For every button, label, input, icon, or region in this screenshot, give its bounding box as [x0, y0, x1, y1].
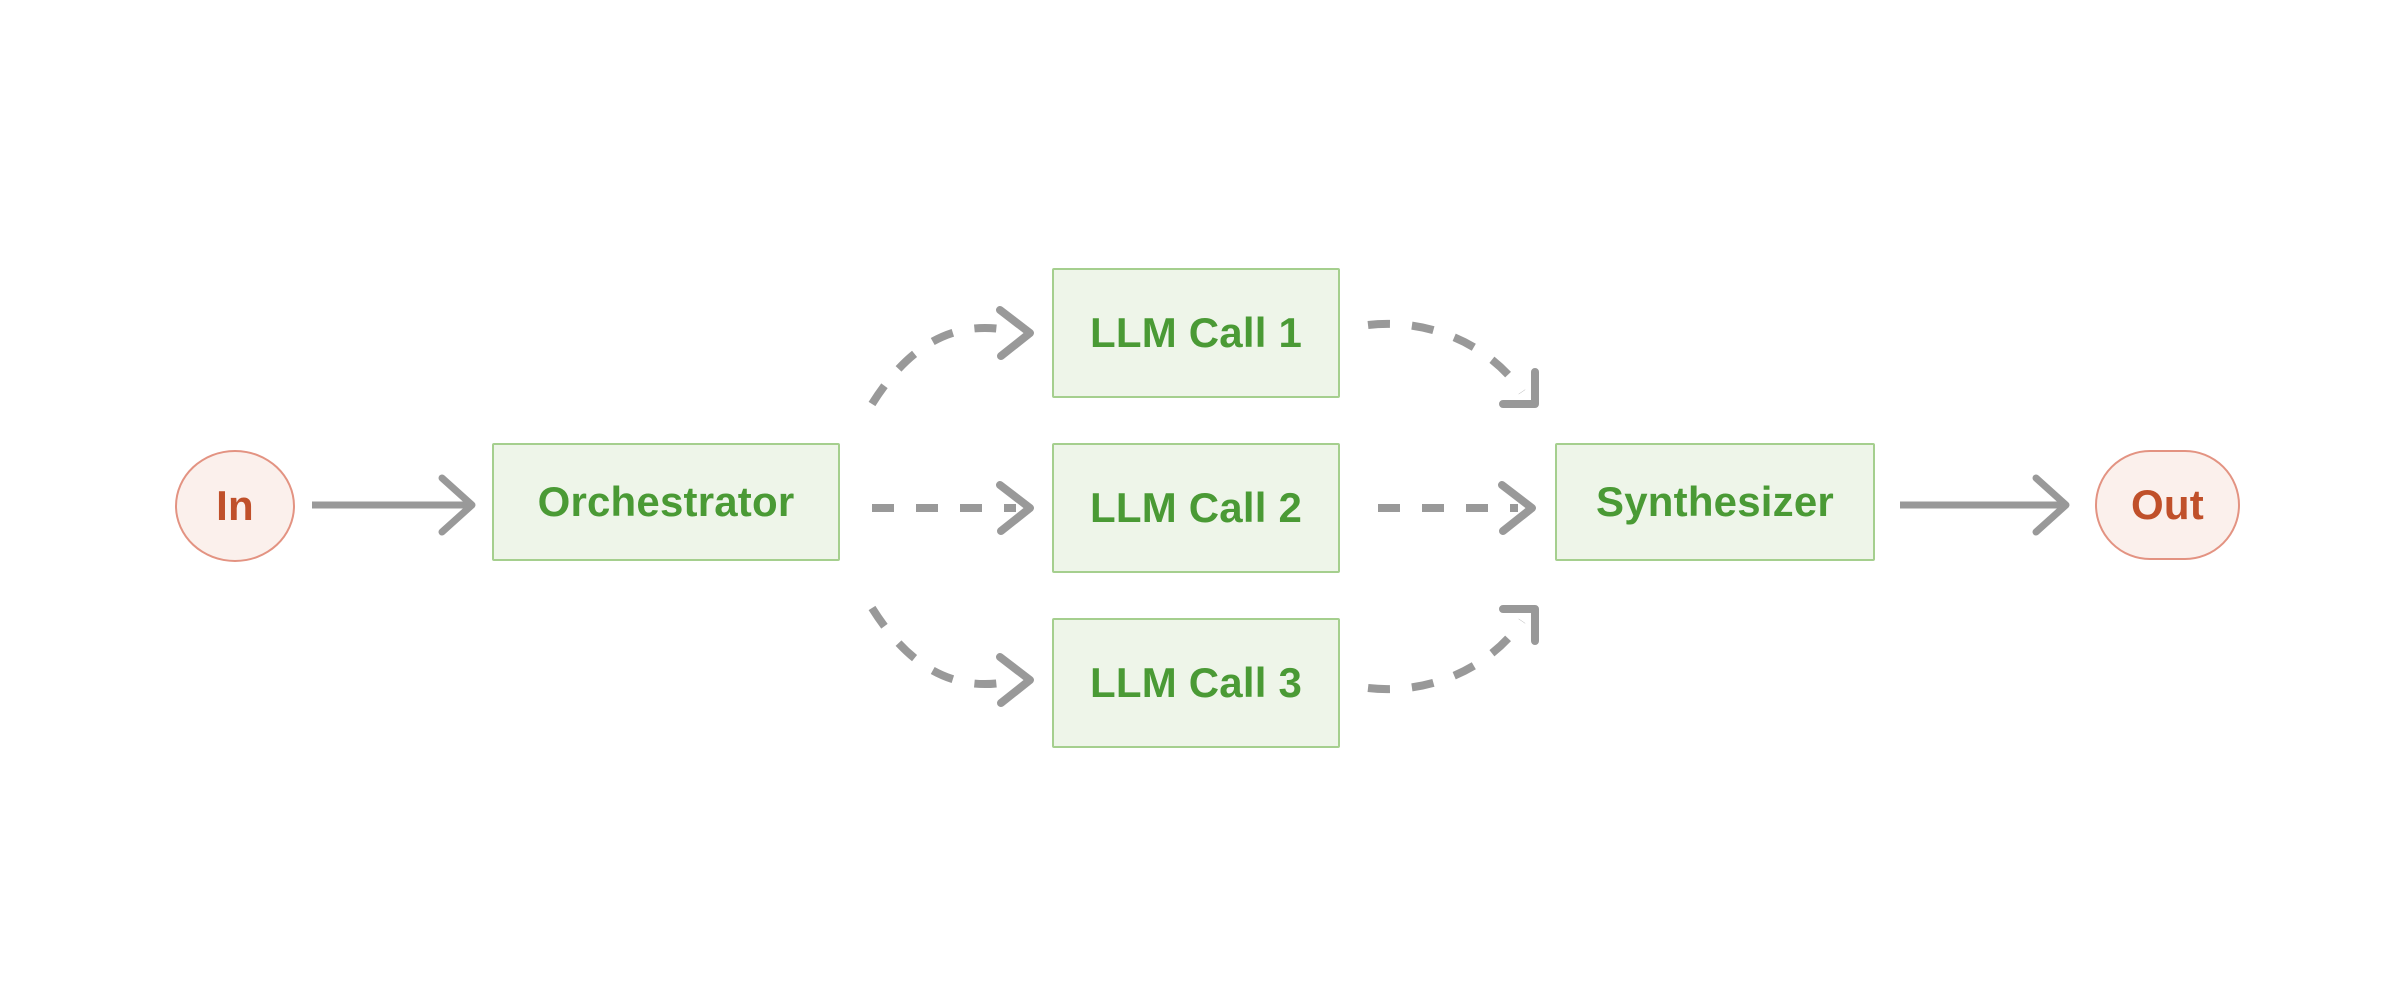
node-synthesizer-label: Synthesizer — [1596, 478, 1834, 525]
node-in-label: In — [216, 482, 254, 529]
edge-orchestrator-to-llm-call-2 — [872, 481, 1034, 535]
edge-in-to-orchestrator — [312, 474, 476, 536]
edge-llm-call-2-to-synthesizer — [1378, 481, 1536, 535]
node-llm-call-3[interactable]: LLM Call 3 — [1052, 618, 1340, 748]
node-llm-call-2-label: LLM Call 2 — [1089, 484, 1303, 531]
node-llm-call-2[interactable]: LLM Call 2 — [1052, 443, 1340, 573]
node-llm-call-3-label: LLM Call 3 — [1089, 659, 1303, 706]
edge-llm-call-3-to-synthesizer — [1367, 605, 1539, 693]
edge-synthesizer-to-out — [1900, 474, 2070, 536]
node-synthesizer[interactable]: Synthesizer — [1555, 443, 1875, 561]
node-llm-call-1[interactable]: LLM Call 1 — [1052, 268, 1340, 398]
edge-llm-call-1-to-synthesizer — [1367, 320, 1539, 408]
node-in[interactable]: In — [175, 450, 295, 562]
node-llm-call-1-label: LLM Call 1 — [1089, 309, 1303, 356]
edge-orchestrator-to-llm-call-1 — [868, 306, 1034, 407]
node-out[interactable]: Out — [2095, 450, 2240, 560]
edge-orchestrator-to-llm-call-3 — [868, 605, 1034, 707]
node-orchestrator[interactable]: Orchestrator — [492, 443, 840, 561]
node-orchestrator-label: Orchestrator — [537, 478, 795, 525]
node-out-label: Out — [2131, 481, 2204, 528]
